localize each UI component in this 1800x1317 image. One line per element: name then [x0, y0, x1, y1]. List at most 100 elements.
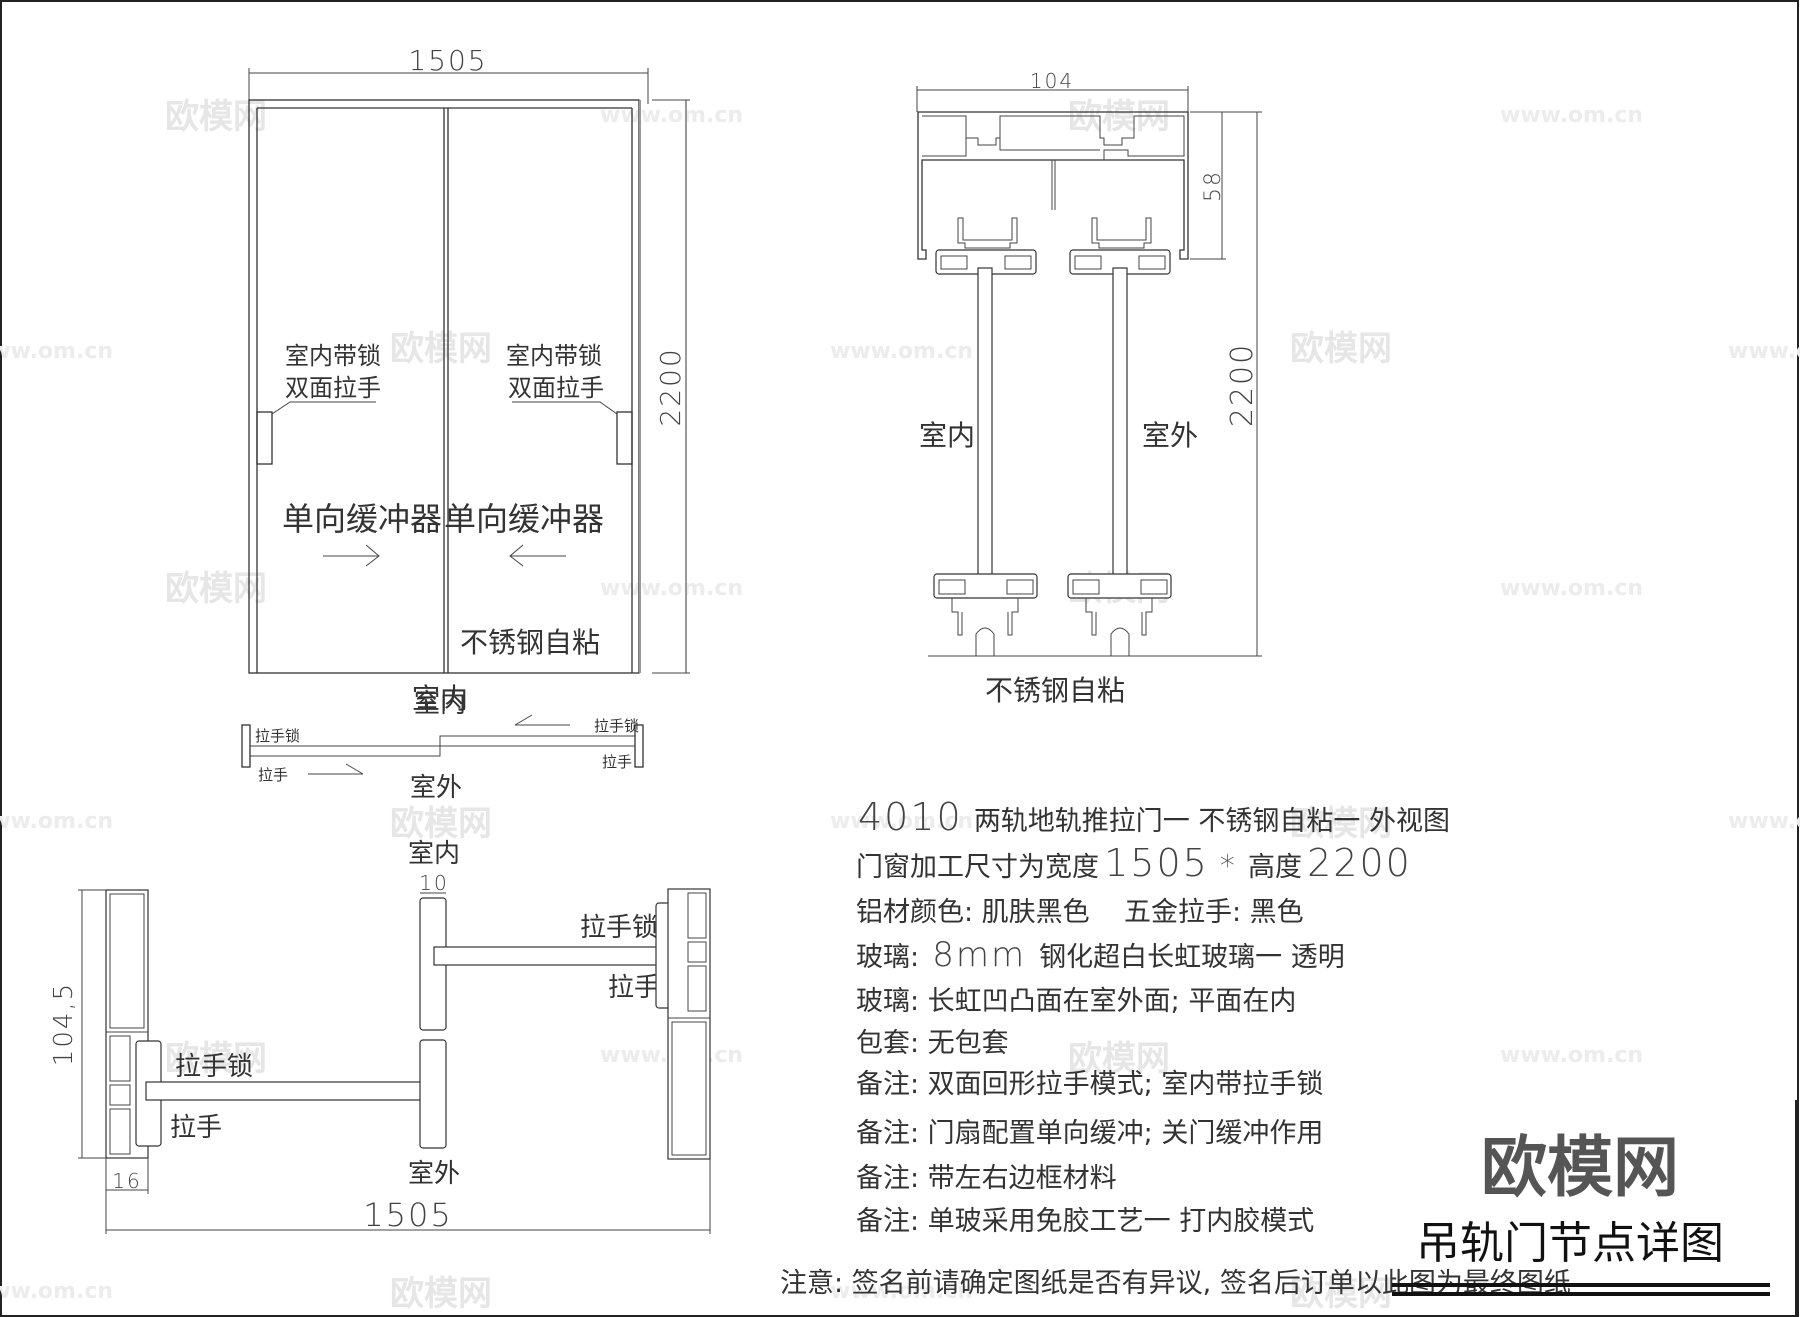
brand-logo: 欧模网: [1481, 1129, 1679, 1206]
center-stile-lower: [419, 1039, 447, 1149]
right-handle-label-line2: 双面拉手: [508, 374, 604, 402]
drawing-title: 吊轨门节点详图: [1416, 1218, 1724, 1269]
right-damper-label: 单向缓冲器: [444, 500, 604, 538]
glass-panel-exterior: [1112, 267, 1128, 589]
slide-arrow-icon: [514, 714, 570, 726]
arrow-left-icon: [509, 544, 566, 567]
spec-line-3a: 铝材颜色: 肌肤黑色: [856, 897, 1090, 928]
spec-line-1: 4010 两轨地轨推拉门一 不锈钢自粘一 外视图: [858, 795, 1450, 839]
watermark-url: www.om.cn: [1500, 576, 1643, 601]
lower-lock-label: 拉手锁: [175, 1052, 253, 1082]
right-handle-label-line1: 室内带锁: [506, 342, 602, 370]
slide-arrow-icon: [308, 763, 364, 775]
glass-panel-upper: [433, 946, 671, 966]
left-handle-label-line2: 双面拉手: [285, 374, 381, 402]
spec-line-10: 备注: 单玻采用免胶工艺一 打内胶模式: [856, 1206, 1314, 1237]
left-jamb: [241, 724, 251, 768]
left-handle-label-line1: 室内带锁: [285, 342, 381, 370]
section-interior-label: 室内: [919, 419, 975, 452]
plan-left-lock: 拉手锁: [255, 727, 300, 745]
top-sash-left: [935, 217, 1037, 275]
watermark: 欧模网: [1068, 97, 1170, 137]
watermark-url: www.om.cn: [0, 1279, 113, 1304]
door-elevation: 1505 2200 室内带锁 双面拉手 室内带锁 双面拉手 单向缓冲器 单向缓冲…: [248, 44, 690, 715]
outer-panel: [250, 745, 635, 757]
product-name: 两轨地轨推拉门一 不锈钢自粘一 外视图: [974, 806, 1450, 837]
watermark: 欧模网: [390, 329, 492, 369]
watermark: 欧模网: [165, 1039, 267, 1079]
spec-width: 1505: [1104, 841, 1209, 885]
vertical-section: 104 58 2200 室内 室外: [916, 69, 1262, 707]
spec-line-6: 包套: 无包套: [856, 1028, 1009, 1059]
watermark-url: www.om.cn: [600, 103, 743, 128]
spec-line-3b: 五金拉手: 黑色: [1124, 897, 1304, 928]
plan-sketch: 拉手锁 拉手 拉手锁 拉手 室内 室外: [241, 689, 644, 803]
lower-handle-label: 拉手: [170, 1113, 222, 1143]
upper-handle-label: 拉手: [608, 973, 660, 1003]
plan-exterior-label: 室外: [410, 773, 462, 803]
plan-section: 室内 室外 10 104,5 16 拉手锁 拉手: [49, 839, 711, 1234]
leader-line: [512, 401, 618, 415]
spec-line-5: 玻璃: 长虹凹凸面在室外面; 平面在内: [856, 986, 1296, 1017]
elevation-interior-label: 室内: [412, 682, 468, 715]
head-track-profile: [917, 111, 1189, 260]
plan-section-exterior-label: 室外: [408, 1159, 460, 1189]
plan-section-interior-label: 室内: [408, 839, 460, 869]
width-dimension-104: 104: [1030, 69, 1074, 93]
mullion-dimension: 10: [419, 871, 448, 895]
title-block: 欧模网 吊轨门节点详图: [1392, 1100, 1797, 1316]
floor-strip-label: 不锈钢自粘: [460, 626, 600, 659]
section-floor-label: 不锈钢自粘: [985, 674, 1125, 707]
watermark-url: www.om.cn: [0, 339, 113, 364]
watermark-url: www.om.cn: [0, 809, 113, 834]
glass-panel-lower: [145, 1081, 441, 1101]
plan-right-lock: 拉手锁: [594, 717, 639, 735]
watermark-url: www.om.cn: [600, 576, 743, 601]
watermark-url: www.om.cn: [830, 339, 973, 364]
upper-lock-label: 拉手锁: [580, 913, 658, 943]
watermark: 欧模网: [165, 569, 267, 609]
watermark-url: www.om.cn: [1500, 1043, 1643, 1068]
top-sash-right: [1069, 217, 1171, 275]
spec-line-2: 门窗加工尺寸为宽度 1505 * 高度 2200: [856, 841, 1412, 885]
head-dimension-58: 58: [1201, 170, 1226, 202]
spec-line-9: 备注: 带左右边框材料: [856, 1163, 1117, 1194]
watermark: 欧模网: [1290, 1274, 1392, 1314]
watermark-url: www.om.cn: [830, 1279, 973, 1304]
spec-line-4: 玻璃: 8mm 钢化超白长虹玻璃一 透明: [856, 935, 1345, 975]
watermark: 欧模网: [390, 1274, 492, 1314]
watermark-url: www.om.cn: [1728, 339, 1800, 364]
bottom-sash-left: [933, 573, 1038, 656]
height-dimension: 2200: [654, 347, 687, 426]
right-handle: [616, 411, 633, 465]
plan-left-handle: 拉手: [258, 766, 288, 784]
spec-notes: 4010 两轨地轨推拉门一 不锈钢自粘一 外视图 门窗加工尺寸为宽度 1505 …: [780, 795, 1571, 1299]
watermark: 欧模网: [1290, 329, 1392, 369]
watermark-url: www.om.cn: [830, 809, 973, 834]
left-side-frame: [105, 889, 149, 1159]
spec-line-7: 备注: 双面回形拉手模式; 室内带拉手锁: [856, 1069, 1323, 1100]
product-code: 4010: [858, 795, 963, 839]
spec-height: 2200: [1307, 841, 1412, 885]
frame-width-dimension: 16: [112, 1169, 141, 1193]
plan-right-handle: 拉手: [602, 753, 632, 771]
left-damper-label: 单向缓冲器: [282, 500, 442, 538]
bottom-sash-right: [1067, 573, 1172, 656]
watermark: 欧模网: [390, 804, 492, 844]
glass-panel-interior: [977, 267, 993, 589]
watermark: 欧模网: [1068, 1039, 1170, 1079]
watermarks: 欧模网 欧模网 欧模网 欧模网 欧模网 欧模网 欧模网 欧模网 欧模网 欧模网 …: [0, 97, 1800, 1314]
arrow-right-icon: [323, 544, 380, 567]
leader-line: [271, 401, 376, 415]
section-exterior-label: 室外: [1142, 419, 1198, 452]
watermark: 欧模网: [165, 97, 267, 137]
watermark: 欧模网: [1290, 804, 1392, 844]
overall-width-dimension: 1505: [363, 1196, 452, 1234]
plan-interior-label: 室内: [414, 689, 466, 719]
watermark-url: www.om.cn: [1500, 103, 1643, 128]
head-track-inner: [922, 115, 1185, 160]
height-dimension-2200: 2200: [1225, 343, 1260, 427]
frame-depth-dimension: 104,5: [49, 982, 79, 1066]
